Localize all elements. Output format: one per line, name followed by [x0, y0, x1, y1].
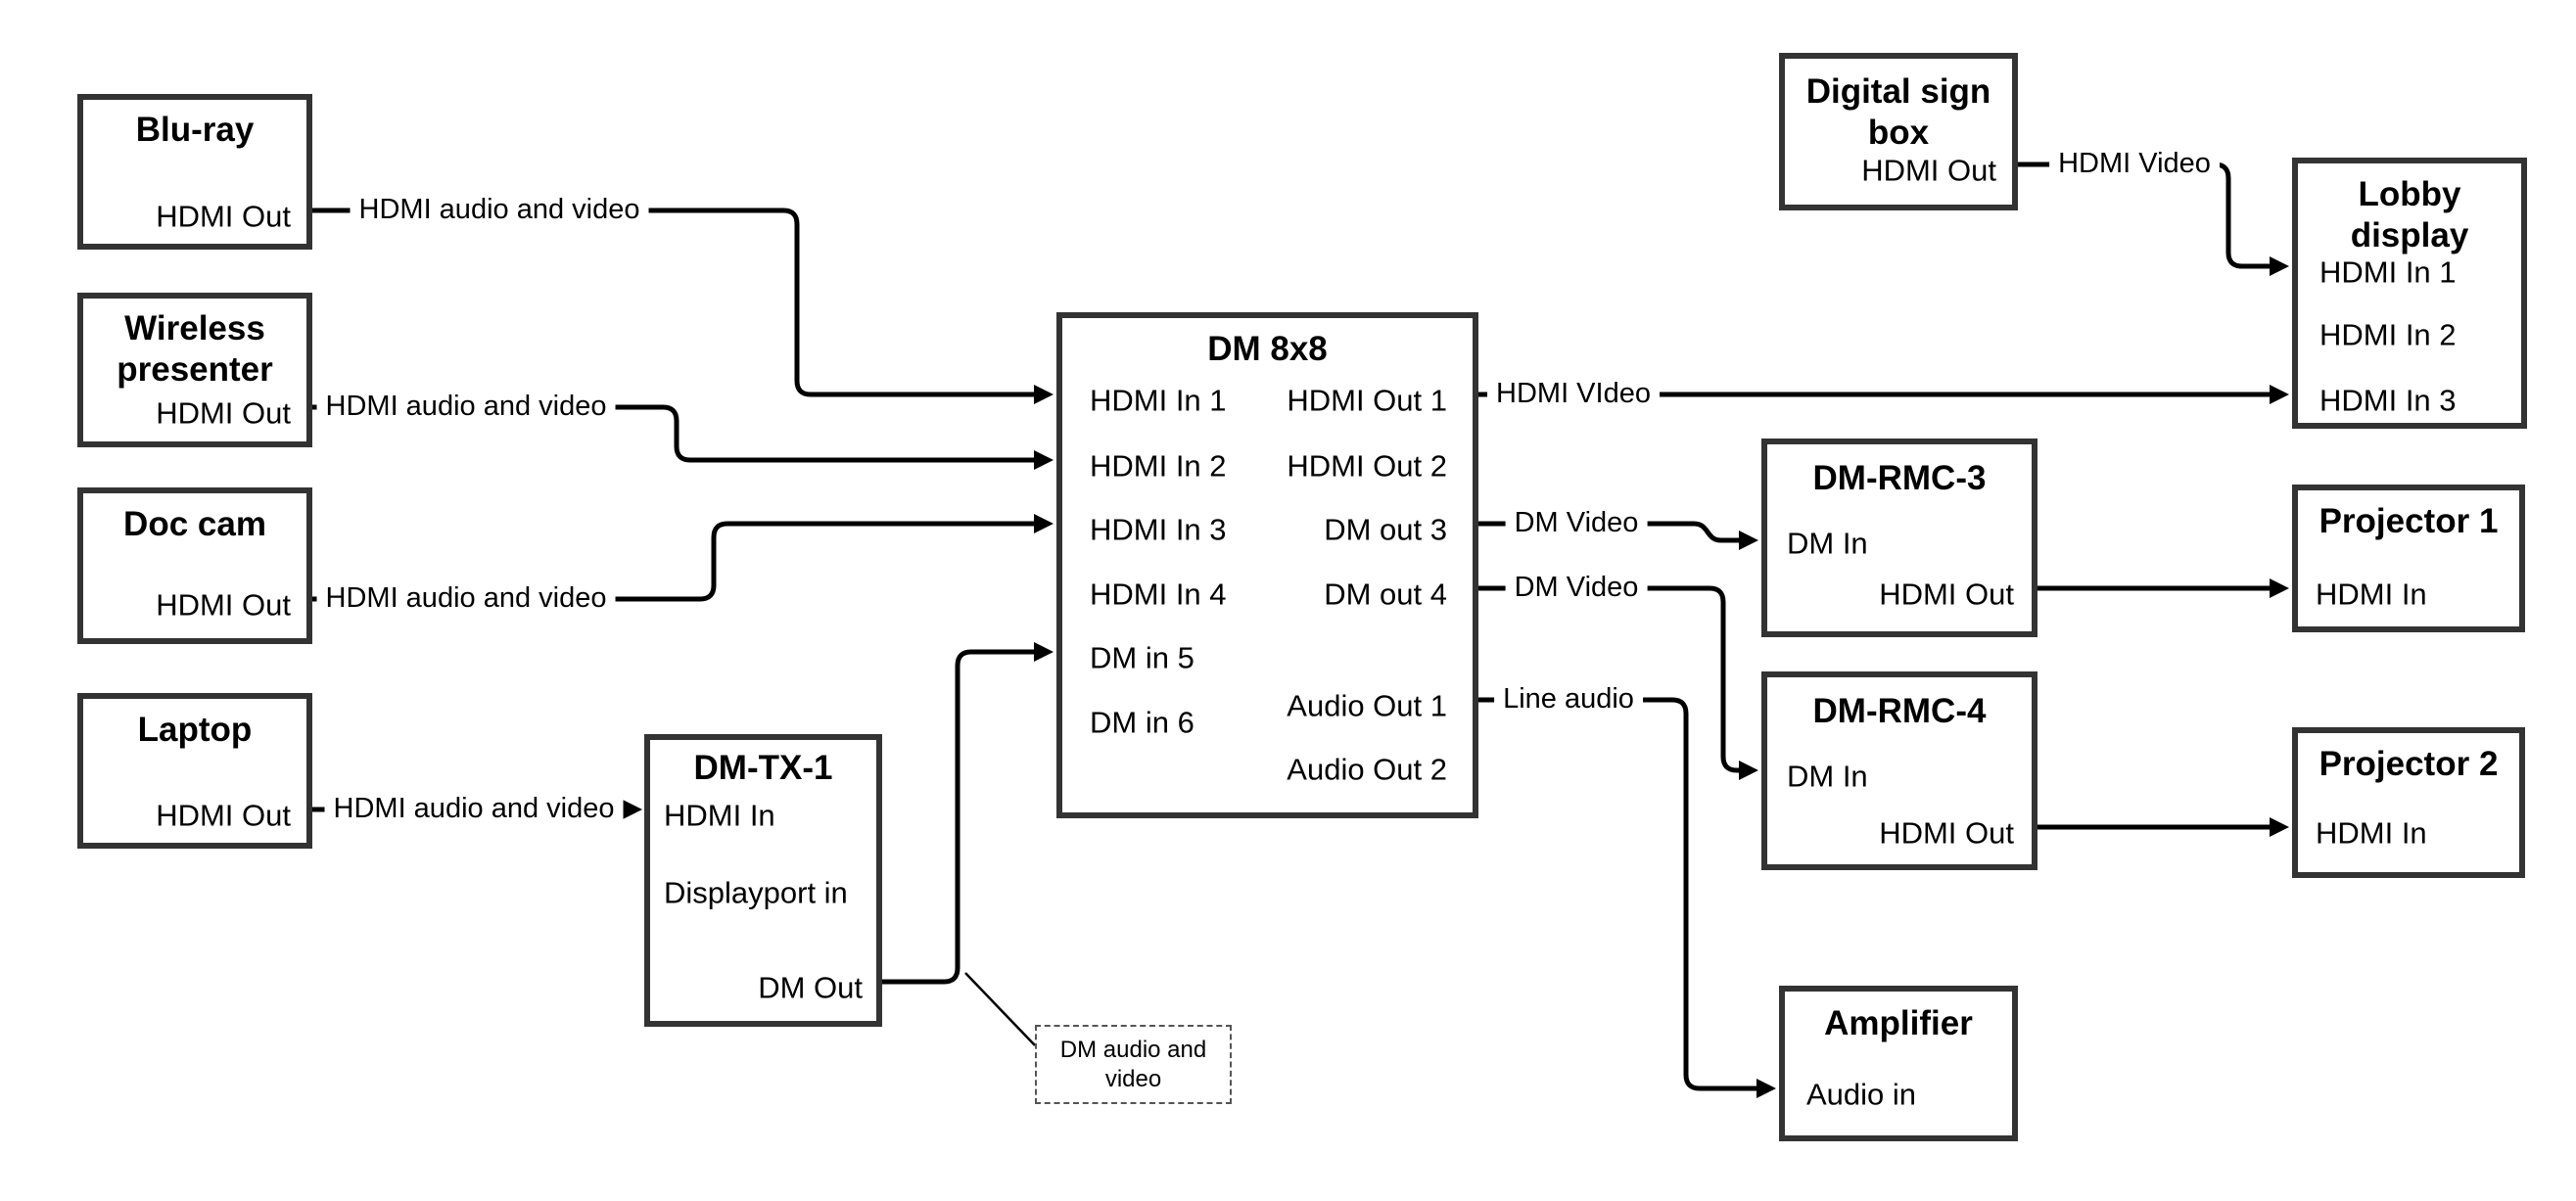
box-title: Projector 1: [2318, 502, 2499, 540]
cable-bluray-to-dm8x8: [312, 208, 1054, 404]
cable-wireless-to-dm8x8: [312, 404, 1054, 470]
box-digital-sign-box: Digital sign box HDMI Out: [1779, 53, 2018, 210]
cable-label-laptop: HDMI audio and video: [324, 793, 624, 825]
cable-label-digital-sign: HDMI Video: [2049, 148, 2220, 180]
box-dm-rmc-3: DM-RMC-3 DM In HDMI Out: [1761, 439, 2037, 637]
cable-audio-out-1-to-amplifier: [1478, 697, 1776, 1098]
port-hdmi-out: HDMI Out: [156, 395, 291, 431]
port-hdmi-in: HDMI In: [664, 798, 775, 833]
box-wireless-presenter: Wireless presenter HDMI Out: [77, 293, 312, 447]
box-title: Digital sign box: [1805, 72, 1991, 152]
box-title: Doc cam: [123, 505, 266, 543]
box-dm-rmc-4: DM-RMC-4 DM In HDMI Out: [1761, 671, 2037, 870]
cable-label-bluray: HDMI audio and video: [350, 194, 649, 226]
cable-label-dm-video-4: DM Video: [1505, 572, 1648, 604]
annotation-text: DM audio and video: [1059, 1037, 1207, 1092]
port-hdmi-out-1: HDMI Out 1: [1287, 383, 1447, 418]
port-dm-in: DM In: [1787, 759, 1868, 794]
cable-label-dm-video-3: DM Video: [1505, 507, 1648, 539]
port-audio-in: Audio in: [1806, 1077, 1917, 1112]
box-title: Lobby display: [2350, 175, 2469, 254]
callout-line: [964, 972, 1036, 1046]
cable-dmtx1-to-dm8x8: [882, 642, 1054, 985]
box-dm-8x8: DM 8x8 HDMI In 1 HDMI In 2 HDMI In 3 HDM…: [1056, 312, 1478, 818]
port-hdmi-in: HDMI In: [2316, 577, 2427, 612]
port-hdmi-out: HDMI Out: [1861, 153, 1996, 188]
cable-digital-sign-to-lobby: [2018, 162, 2289, 276]
port-hdmi-out: HDMI Out: [156, 798, 291, 833]
box-title: Laptop: [137, 711, 253, 749]
port-hdmi-out: HDMI Out: [156, 587, 291, 623]
port-dm-out-4: DM out 4: [1324, 577, 1447, 612]
box-projector-2: Projector 2 HDMI In: [2292, 727, 2525, 878]
box-laptop: Laptop HDMI Out: [77, 693, 312, 849]
port-audio-out-2: Audio Out 2: [1287, 752, 1447, 787]
port-displayport-in: Displayport in: [664, 875, 848, 910]
port-hdmi-in-2: HDMI In 2: [1090, 448, 1227, 484]
box-lobby-display: Lobby display HDMI In 1 HDMI In 2 HDMI I…: [2292, 158, 2527, 429]
port-hdmi-in-4: HDMI In 4: [1090, 577, 1227, 612]
port-dm-in: DM In: [1787, 526, 1868, 561]
port-dm-in-6: DM in 6: [1090, 705, 1194, 740]
port-hdmi-in-2: HDMI In 2: [2319, 317, 2457, 352]
port-hdmi-out: HDMI Out: [1879, 815, 2014, 851]
box-title: DM 8x8: [1207, 330, 1328, 368]
port-dm-in-5: DM in 5: [1090, 640, 1194, 675]
box-title: Blu-ray: [135, 111, 255, 149]
cable-label-line-audio: Line audio: [1494, 683, 1643, 716]
port-hdmi-out: HDMI Out: [1879, 577, 2014, 612]
cable-label-doccam: HDMI audio and video: [316, 582, 616, 615]
box-blu-ray: Blu-ray HDMI Out: [77, 94, 312, 250]
port-dm-out: DM Out: [758, 970, 863, 1005]
port-hdmi-out: HDMI Out: [156, 199, 291, 234]
port-hdmi-in-3: HDMI In 3: [1090, 512, 1227, 547]
box-title: DM-RMC-3: [1812, 459, 1987, 497]
cable-dm-out-3-to-rmc3: [1478, 521, 1758, 550]
port-hdmi-in-1: HDMI In 1: [1090, 383, 1227, 418]
box-amplifier: Amplifier Audio in: [1779, 986, 2018, 1141]
cable-doccam-to-dm8x8: [312, 514, 1054, 602]
cable-label-wireless: HDMI audio and video: [316, 391, 616, 423]
cable-label-hdmi-video-out1: HDMI VIdeo: [1487, 378, 1660, 410]
port-hdmi-in: HDMI In: [2316, 815, 2427, 851]
port-dm-out-3: DM out 3: [1324, 512, 1447, 547]
box-doc-cam: Doc cam HDMI Out: [77, 487, 312, 644]
port-hdmi-in-1: HDMI In 1: [2319, 254, 2457, 290]
box-title: Amplifier: [1824, 1004, 1973, 1042]
box-title: Projector 2: [2318, 745, 2499, 783]
box-title: Wireless presenter: [117, 309, 273, 389]
cable-dm-out-4-to-rmc4: [1478, 585, 1758, 780]
box-projector-1: Projector 1 HDMI In: [2292, 485, 2525, 632]
box-title: DM-RMC-4: [1812, 692, 1987, 730]
port-hdmi-out-2: HDMI Out 2: [1287, 448, 1447, 484]
port-hdmi-in-3: HDMI In 3: [2319, 383, 2457, 418]
port-audio-out-1: Audio Out 1: [1287, 688, 1447, 723]
box-title: DM-TX-1: [693, 749, 833, 787]
annotation-dm-audio-video: DM audio and video: [1035, 1025, 1232, 1104]
box-dm-tx-1: DM-TX-1 HDMI In Displayport in DM Out: [644, 734, 882, 1027]
